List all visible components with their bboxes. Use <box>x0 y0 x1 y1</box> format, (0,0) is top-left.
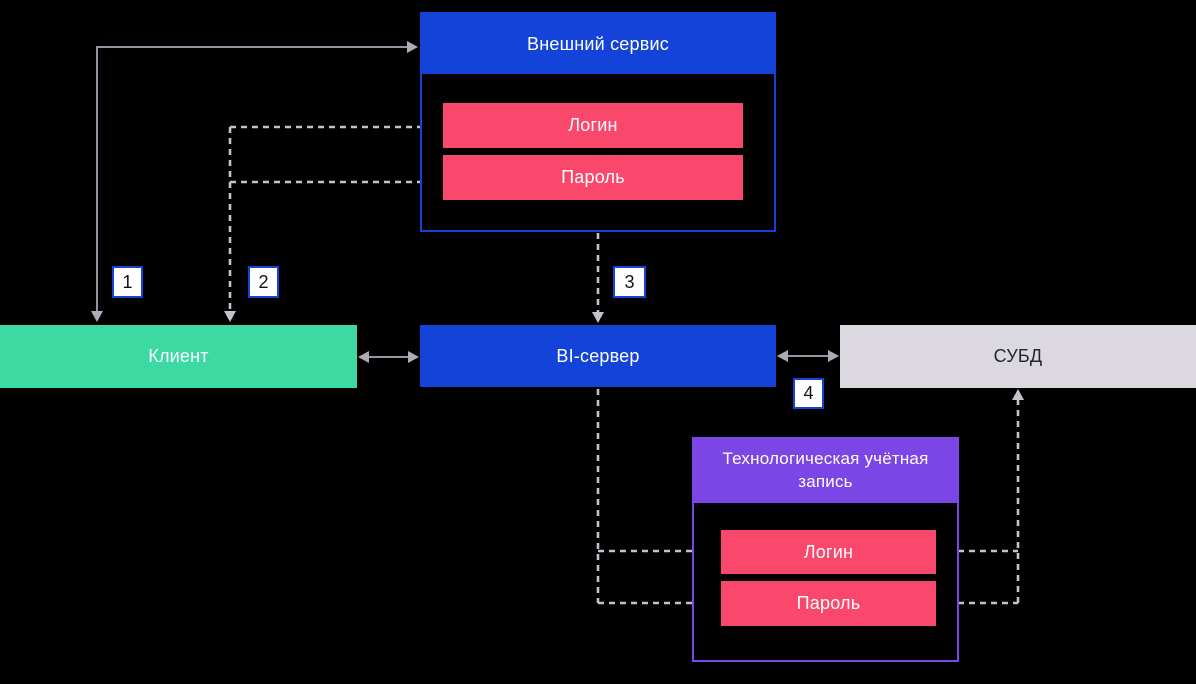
arrowhead-right-icon <box>828 350 839 362</box>
arrowhead-up-icon <box>1012 389 1024 400</box>
connector-client-bi-server <box>358 351 419 363</box>
step-marker-3: 3 <box>613 266 646 298</box>
bi-server-node: BI-сервер <box>420 325 776 387</box>
arrowhead-right-icon <box>408 351 419 363</box>
external-service-password-field: Пароль <box>443 155 743 200</box>
external-service-login-field: Логин <box>443 103 743 148</box>
external-service-node: Внешний сервис Логин Пароль <box>420 12 776 232</box>
step-marker-4: 4 <box>793 378 824 409</box>
step-marker-1: 1 <box>112 266 143 298</box>
client-node: Клиент <box>0 325 357 388</box>
tech-account-node: Технологическая учётная запись Логин Пар… <box>692 437 959 662</box>
tech-account-title: Технологическая учётная запись <box>694 439 957 503</box>
tech-account-login-field: Логин <box>721 530 936 574</box>
connector-client-external-service <box>91 41 418 322</box>
external-service-title: Внешний сервис <box>422 14 774 74</box>
tech-account-password-field: Пароль <box>721 581 936 626</box>
arrowhead-down-icon <box>91 311 103 322</box>
dbms-node: СУБД <box>840 325 1196 388</box>
connector-bi-server-dbms <box>777 350 839 362</box>
connector-external-service-bi-server <box>592 233 604 323</box>
arrowhead-left-icon <box>777 350 788 362</box>
arrowhead-right-icon <box>407 41 418 53</box>
arrowhead-down-icon <box>224 311 236 322</box>
step-marker-2: 2 <box>248 266 279 298</box>
arrowhead-left-icon <box>358 351 369 363</box>
arrowhead-down-icon <box>592 312 604 323</box>
